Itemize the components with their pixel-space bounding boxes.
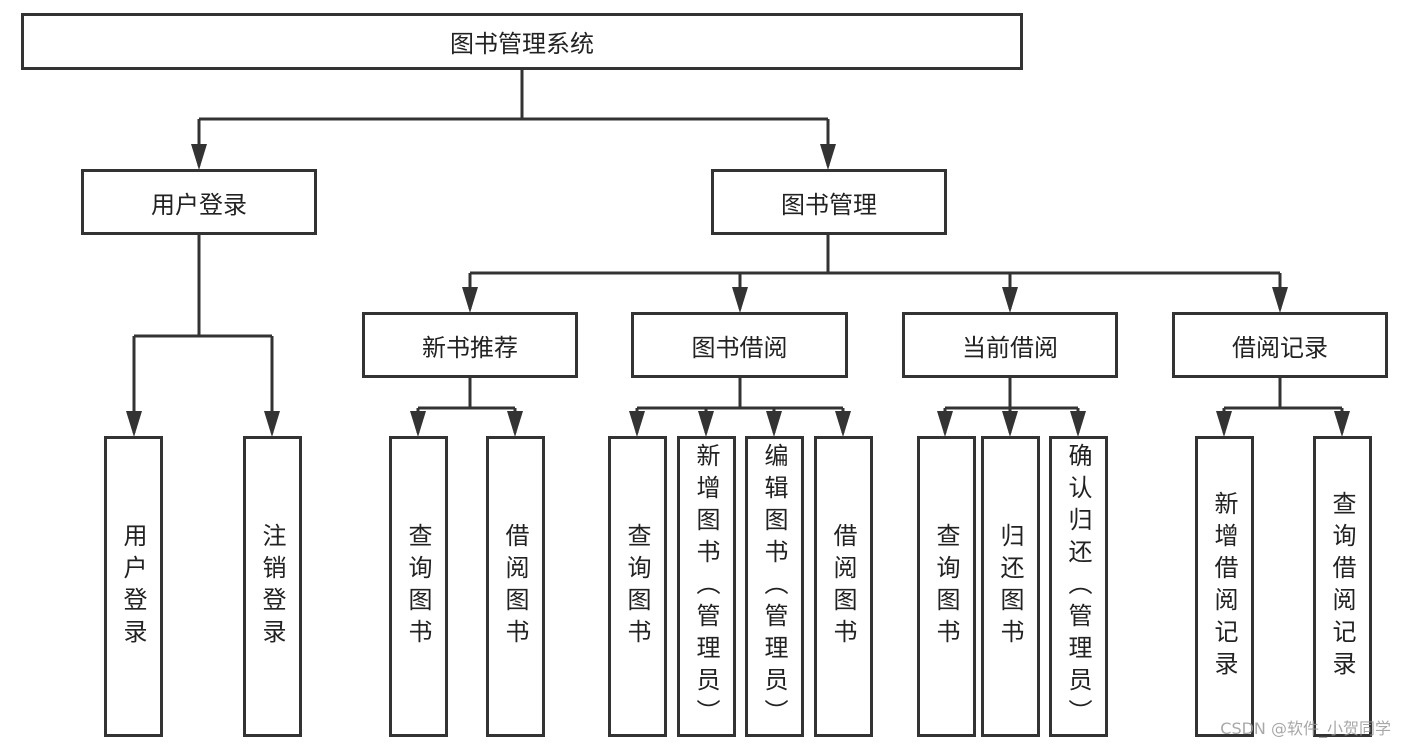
leaf-node: 新增借阅记录	[1195, 436, 1254, 737]
arrowhead-icon	[264, 411, 280, 437]
arrowhead-icon	[732, 287, 748, 313]
node-label: 查询借阅记录	[1328, 490, 1356, 683]
node-borrow-records: 借阅记录	[1172, 312, 1388, 378]
node-label: 编辑图书（管理员）	[760, 442, 788, 731]
node-label: 当前借阅	[962, 333, 1058, 362]
leaf-node: 归还图书	[981, 436, 1040, 737]
arrowhead-icon	[835, 411, 851, 437]
arrowhead-icon	[629, 411, 645, 437]
leaf-node: 查询图书	[608, 436, 667, 737]
arrowhead-icon	[507, 411, 523, 437]
arrowhead-icon	[126, 411, 142, 437]
watermark: CSDN @软件_小贺同学	[1220, 719, 1391, 738]
node-label: 图书管理系统	[450, 30, 594, 58]
node-label: 新增图书（管理员）	[692, 442, 720, 731]
node-label: 查询图书	[623, 522, 651, 651]
node-label: 借阅图书	[501, 522, 529, 651]
leaf-node: 新增图书（管理员）	[677, 436, 736, 737]
arrowhead-icon	[1272, 287, 1288, 313]
leaf-node: 查询图书	[389, 436, 448, 737]
node-root: 图书管理系统	[21, 13, 1023, 70]
node-label: 确认归还（管理员）	[1064, 442, 1092, 731]
leaf-node: 用户登录	[104, 436, 163, 737]
arrowhead-icon	[766, 411, 782, 437]
leaf-node: 查询图书	[917, 436, 976, 737]
node-book-management: 图书管理	[711, 169, 947, 235]
node-label: 用户登录	[119, 522, 147, 651]
arrowhead-icon	[410, 411, 426, 437]
arrowhead-icon	[1002, 411, 1018, 437]
arrowhead-icon	[462, 287, 478, 313]
arrowhead-icon	[1216, 411, 1232, 437]
node-label: 图书管理	[781, 190, 877, 219]
arrowhead-icon	[1334, 411, 1350, 437]
node-label: 查询图书	[932, 522, 960, 651]
leaf-node: 编辑图书（管理员）	[745, 436, 804, 737]
node-label: 借阅记录	[1232, 333, 1328, 362]
leaf-node: 注销登录	[243, 436, 302, 737]
node-label: 图书借阅	[691, 333, 788, 362]
node-label: 用户登录	[151, 190, 247, 219]
arrowhead-icon	[191, 144, 207, 170]
arrowhead-icon	[1002, 287, 1018, 313]
node-label: 借阅图书	[829, 522, 857, 651]
arrowhead-icon	[820, 144, 836, 170]
node-user-login: 用户登录	[81, 169, 317, 235]
node-book-borrow: 图书借阅	[631, 312, 848, 378]
node-label: 注销登录	[258, 522, 286, 651]
leaf-node: 借阅图书	[486, 436, 545, 737]
node-label: 查询图书	[404, 522, 432, 651]
node-label: 新书推荐	[422, 333, 518, 362]
node-current-borrow: 当前借阅	[902, 312, 1118, 378]
arrowhead-icon	[698, 411, 714, 437]
leaf-node: 查询借阅记录	[1313, 436, 1372, 737]
arrowhead-icon	[1070, 411, 1086, 437]
node-label: 归还图书	[996, 522, 1024, 651]
node-label: 新增借阅记录	[1210, 490, 1238, 683]
node-new-book-recommend: 新书推荐	[362, 312, 578, 378]
arrowhead-icon	[937, 411, 953, 437]
leaf-node: 确认归还（管理员）	[1049, 436, 1108, 737]
leaf-node: 借阅图书	[814, 436, 873, 737]
